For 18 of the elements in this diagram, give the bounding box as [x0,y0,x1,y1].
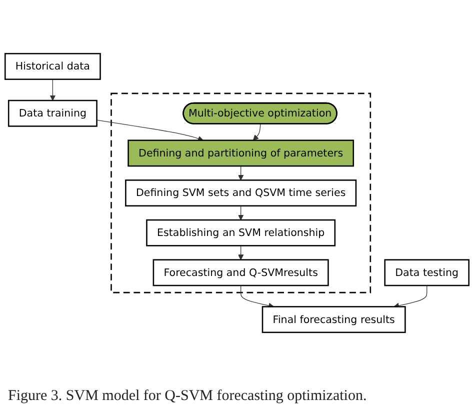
node-box: Data training [8,100,98,127]
node-box: Defining SVM sets and QSVM time series [125,180,357,206]
node-box: Historical data [4,52,101,80]
arrow [238,166,244,180]
node-box: Forecasting and Q-SVMresults [152,259,329,286]
arrow [240,285,274,308]
node-box: Data testing [384,259,470,286]
arrow [252,124,261,141]
node-box: Final forecasting results [262,306,406,334]
node-box: Establishing an SVM relationship [146,219,336,246]
arrow [50,78,56,101]
arrow [238,245,244,260]
figure-caption: Figure 3. SVM model for Q-SVM forecasting optimization. [8,388,367,404]
cluster [110,92,372,294]
arrow [238,206,244,220]
arrow [394,285,428,308]
arrow [96,120,204,142]
node-box: Defining and partitioning of parameters [128,140,354,167]
